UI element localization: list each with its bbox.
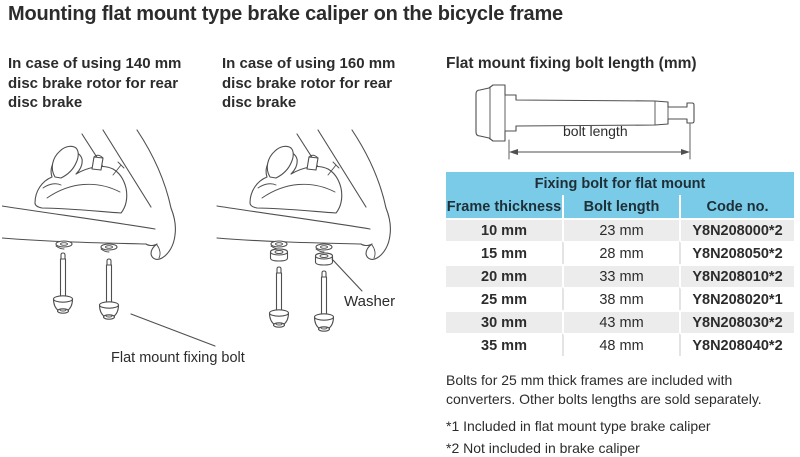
table-cell: 28 mm bbox=[562, 241, 679, 264]
table-cell: 25 mm bbox=[446, 287, 562, 310]
note-availability: Bolts for 25 mm thick frames are include… bbox=[446, 372, 762, 408]
table-cell: Y8N208000*2 bbox=[679, 218, 794, 241]
page-title: Mounting flat mount type brake caliper o… bbox=[8, 3, 563, 25]
table-cell: 23 mm bbox=[562, 218, 679, 241]
table-cell: 20 mm bbox=[446, 264, 562, 287]
diagram-140mm-rotor bbox=[2, 129, 216, 347]
table-cell: 43 mm bbox=[562, 310, 679, 333]
table-cell: Y8N208010*2 bbox=[679, 264, 794, 287]
diagram-160mm-rotor bbox=[216, 129, 391, 332]
table-cell: 15 mm bbox=[446, 241, 562, 264]
fixing-bolt-table: Fixing bolt for flat mount Frame thickne… bbox=[446, 172, 794, 356]
table-cell: 48 mm bbox=[562, 333, 679, 356]
heading-bolt-length: Flat mount fixing bolt length (mm) bbox=[446, 55, 697, 72]
table-cell: Y8N208040*2 bbox=[679, 333, 794, 356]
table-cell: Y8N208050*2 bbox=[679, 241, 794, 264]
label-flat-mount-fixing-bolt: Flat mount fixing bolt bbox=[111, 350, 245, 366]
col-header-bolt-length: Bolt length bbox=[562, 195, 679, 218]
col-header-frame-thickness: Frame thickness bbox=[446, 195, 562, 218]
leader-line-fixing-bolt bbox=[130, 313, 216, 347]
table-cell: Y8N208020*1 bbox=[679, 287, 794, 310]
bolt-outline bbox=[475, 84, 695, 142]
bolt-length-diagram bbox=[475, 84, 695, 160]
table-cell: Y8N208030*2 bbox=[679, 310, 794, 333]
table-cell: 10 mm bbox=[446, 218, 562, 241]
table-cell: 38 mm bbox=[562, 287, 679, 310]
col-header-code-no: Code no. bbox=[679, 195, 794, 218]
table-header-row: Frame thickness Bolt length Code no. bbox=[446, 195, 794, 218]
leader-line-washer bbox=[331, 258, 363, 292]
table-cell: 33 mm bbox=[562, 264, 679, 287]
table-title-row: Fixing bolt for flat mount bbox=[446, 172, 794, 195]
table-title: Fixing bolt for flat mount bbox=[446, 172, 794, 195]
note-asterisk1: *1 Included in flat mount type brake cal… bbox=[446, 418, 711, 434]
table-cell: 35 mm bbox=[446, 333, 562, 356]
heading-160mm-rotor: In case of using 160 mm disc brake rotor… bbox=[222, 55, 396, 111]
table-cell: 30 mm bbox=[446, 310, 562, 333]
heading-140mm-rotor: In case of using 140 mm disc brake rotor… bbox=[8, 55, 182, 111]
note-asterisk2: *2 Not included in brake caliper bbox=[446, 440, 640, 456]
dimension-arrow bbox=[508, 123, 691, 160]
label-bolt-length: bolt length bbox=[563, 123, 628, 139]
label-washer: Washer bbox=[344, 293, 396, 310]
